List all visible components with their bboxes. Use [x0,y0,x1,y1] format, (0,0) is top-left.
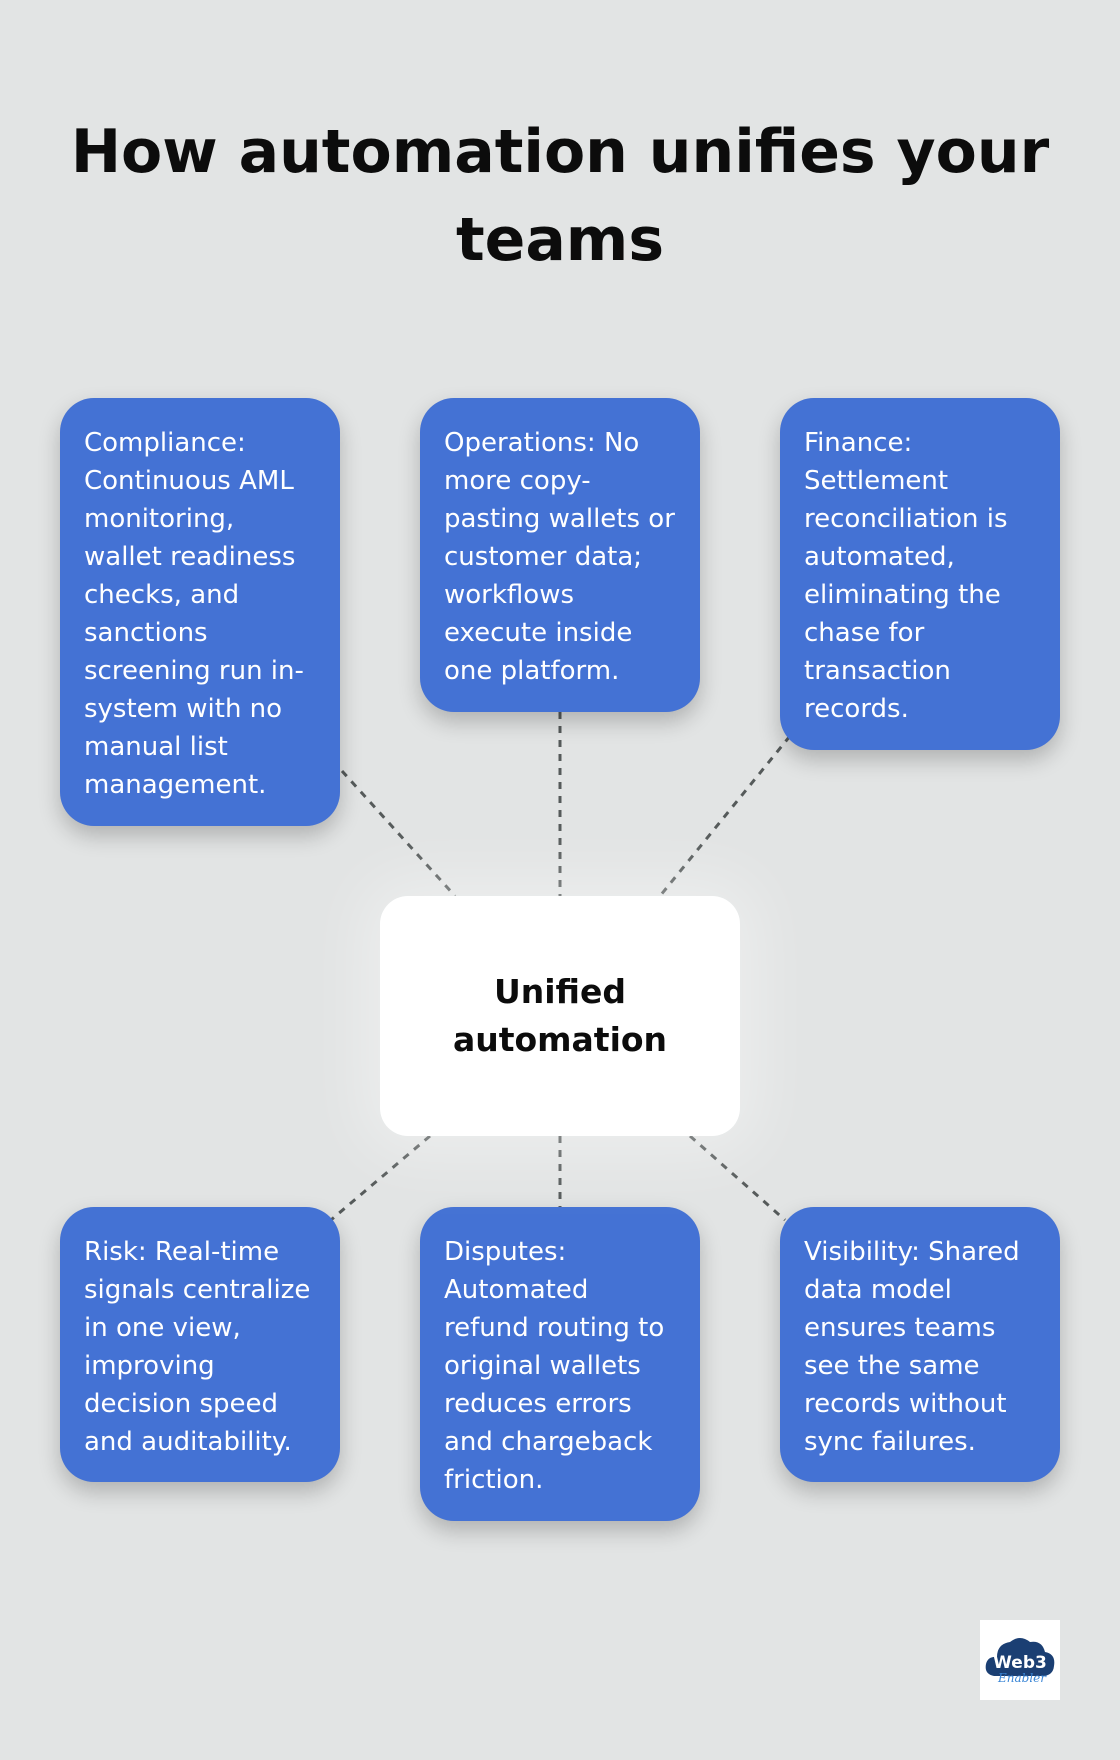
card-compliance-text: Compliance: Continuous AML monitoring, w… [84,428,304,800]
cloud-icon: Web3 Enabler [985,1638,1055,1685]
center-label: Unified automation [452,972,668,1059]
connector-compliance [340,769,457,898]
card-compliance: Compliance: Continuous AML monitoring, w… [60,398,340,826]
card-operations-text: Operations: No more copy-pasting wallets… [444,428,675,686]
card-risk-text: Risk: Real-time signals centralize in on… [84,1237,311,1457]
card-finance: Finance: Settlement reconciliation is au… [780,398,1060,750]
center-node: Unified automation [380,896,740,1136]
card-visibility-text: Visibility: Shared data model ensures te… [804,1237,1020,1457]
card-visibility: Visibility: Shared data model ensures te… [780,1207,1060,1482]
card-finance-text: Finance: Settlement reconciliation is au… [804,428,1008,724]
connector-risk [324,1134,431,1227]
connector-visibility [689,1134,786,1222]
logo-script: Enabler [997,1671,1047,1685]
connector-finance [658,735,792,897]
logo-wordmark: Web3 [993,1653,1047,1673]
card-disputes-text: Disputes: Automated refund routing to or… [444,1237,665,1495]
brand-logo: Web3 Enabler [980,1620,1060,1700]
card-disputes: Disputes: Automated refund routing to or… [420,1207,700,1521]
card-operations: Operations: No more copy-pasting wallets… [420,398,700,712]
page-title: How automation unifies your teams [70,117,1050,275]
card-risk: Risk: Real-time signals centralize in on… [60,1207,340,1482]
